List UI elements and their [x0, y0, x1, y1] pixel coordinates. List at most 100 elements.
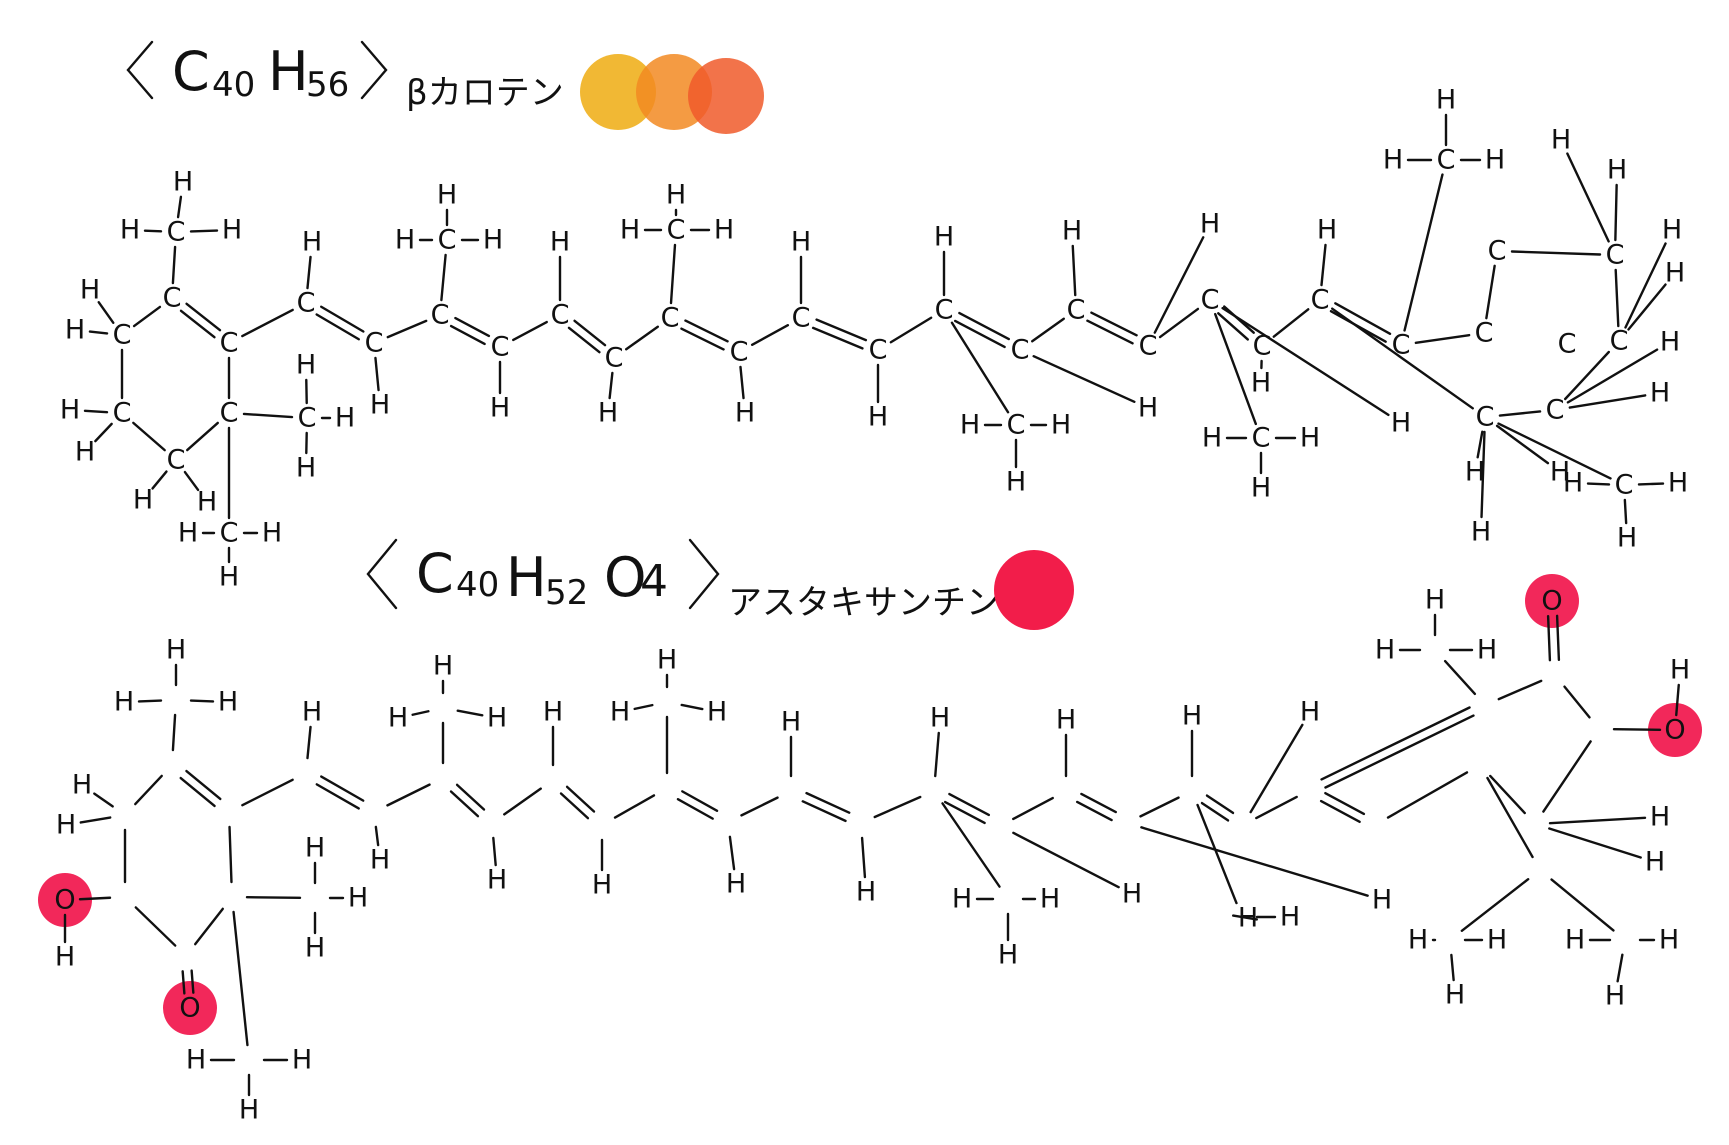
carbon-atom: C	[1311, 285, 1330, 316]
carbon-atom: C	[220, 328, 239, 359]
formula-oxygen-subscript: 4	[640, 556, 668, 607]
single-bond-line	[245, 895, 302, 900]
oxygen-highlight	[1525, 574, 1579, 628]
carbon-atom: C	[113, 398, 132, 429]
single-bond-line	[456, 709, 484, 717]
carbon-atom: C	[1011, 335, 1030, 366]
double-bond-line	[811, 326, 864, 350]
double-bond-line	[948, 792, 991, 817]
carbon-atom: C	[605, 343, 624, 374]
formula-carbon: C	[416, 542, 454, 605]
single-bond-line	[503, 787, 542, 816]
hydrogen-atom: H	[219, 562, 239, 593]
single-bond-line	[625, 325, 659, 351]
double-bond-line	[680, 327, 725, 351]
double-bond-line	[815, 318, 868, 342]
carbon-atom: C	[869, 335, 888, 366]
single-bond-line	[183, 470, 200, 492]
carbon-atom: C	[220, 518, 239, 549]
single-bond-line	[1272, 308, 1310, 338]
hydrogen-atom: H	[197, 487, 217, 518]
hydrogen-atom: H	[1138, 393, 1158, 424]
single-bond-line	[306, 725, 312, 760]
oxygen-highlight	[163, 981, 217, 1035]
hydrogen-atom: H	[186, 1045, 206, 1076]
hydrogen-atom: H	[1251, 368, 1271, 399]
single-bond-line	[1255, 795, 1298, 820]
astaxanthin-header: C 40 H 52 O 4 アスタキサンチン	[366, 538, 1074, 630]
double-bond-line	[684, 319, 729, 343]
carbon-atom: C	[1546, 395, 1565, 426]
double-bond-line	[449, 790, 480, 818]
hydrogen-atom: H	[1668, 468, 1688, 499]
single-bond-line	[1153, 236, 1205, 334]
carbon-atom: C	[1201, 285, 1220, 316]
single-bond-line	[1614, 183, 1618, 242]
single-bond-line	[386, 319, 428, 339]
formula-hydrogen: H	[506, 546, 547, 609]
hydrogen-atom: H	[610, 697, 630, 728]
single-bond-line	[1564, 350, 1610, 401]
single-bond-line	[889, 316, 933, 344]
single-bond-line	[750, 324, 790, 346]
hydrogen-atom: H	[960, 410, 980, 441]
oxygen-highlight	[1648, 703, 1702, 757]
double-bond-line	[190, 969, 195, 994]
carbon-atom: C	[431, 300, 450, 331]
single-bond-line	[440, 253, 447, 302]
single-bond-line	[171, 713, 177, 752]
color-swatch-red	[994, 550, 1074, 630]
molecule-name: アスタキサンチン	[728, 583, 1000, 623]
double-bond-line	[1555, 614, 1561, 662]
carbon-atom: C	[163, 283, 182, 314]
oxygen-atom: O	[1541, 586, 1562, 617]
single-bond-line	[1624, 242, 1667, 329]
hydrogen-atom: H	[1062, 216, 1082, 247]
hydrogen-atom: H	[292, 1045, 312, 1076]
hydrogen-atom: H	[856, 877, 876, 908]
carbon-atom: C	[1139, 331, 1158, 362]
single-bond-line	[411, 710, 430, 716]
double-bond-line	[455, 783, 486, 811]
double-bond-line	[567, 326, 601, 354]
single-bond-line	[194, 907, 224, 946]
hydrogen-atom: H	[114, 687, 134, 718]
hydrogen-atom: H	[239, 1095, 259, 1126]
color-swatch-yellow	[580, 54, 656, 130]
hydrogen-atom: H	[1280, 902, 1300, 933]
hydrogen-atom: H	[550, 227, 570, 258]
single-bond-line	[1012, 796, 1054, 821]
single-bond-line	[132, 305, 162, 328]
carbon-atom: C	[1606, 240, 1625, 271]
double-bond-line	[1334, 302, 1392, 335]
hydrogen-atom: H	[55, 942, 75, 973]
single-bond-line	[228, 825, 233, 884]
double-bond-line	[565, 785, 596, 813]
double-bond-line	[315, 313, 360, 341]
single-bond-line	[137, 699, 163, 703]
carbon-atom: C	[792, 303, 811, 334]
hydrogen-atom: H	[80, 275, 100, 306]
hydrogen-atom: H	[490, 393, 510, 424]
single-bond-line	[143, 229, 163, 233]
hydrogen-atom: H	[1122, 879, 1142, 910]
hydrogen-atom: H	[1650, 802, 1670, 833]
hydrogen-atom: H	[72, 770, 92, 801]
double-bond-line	[1324, 714, 1475, 789]
double-bond-line	[1217, 312, 1249, 341]
hydrogen-atom: H	[296, 350, 316, 381]
hydrogen-atom: H	[166, 635, 186, 666]
single-bond-line	[1331, 307, 1474, 410]
hydrogen-atom: H	[133, 485, 153, 516]
hydrogen-atom: H	[1006, 467, 1026, 498]
single-bond-line	[1221, 306, 1390, 417]
double-bond-line	[1320, 706, 1471, 781]
hydrogen-atom: H	[1670, 655, 1690, 686]
hydrogen-atom: H	[56, 810, 76, 841]
hydrogen-atom: H	[302, 227, 322, 258]
single-bond-line	[512, 320, 548, 342]
double-bond-line	[943, 800, 986, 825]
carbon-atom: C	[1558, 329, 1577, 360]
single-bond-line	[186, 421, 219, 452]
